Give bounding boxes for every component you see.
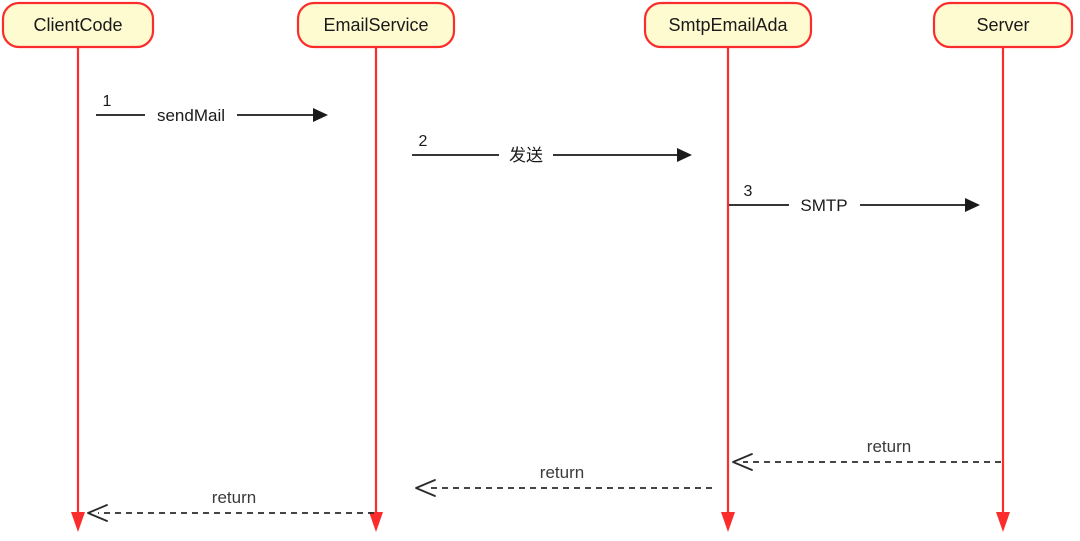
participant-label-client: ClientCode xyxy=(33,15,122,35)
message-1-sendmail[interactable]: 1 sendMail xyxy=(96,93,328,125)
message-2-sequence-number: 2 xyxy=(419,133,428,150)
message-2-arrowhead xyxy=(677,148,692,162)
participant-box-client[interactable] xyxy=(1,1,155,49)
lifeline-server xyxy=(996,48,1010,532)
message-2-send[interactable]: 2 发送 xyxy=(412,133,692,165)
return-1-label: return xyxy=(867,437,911,456)
participant-smtpadapter[interactable]: SmtpEmailAda xyxy=(643,1,813,49)
participant-label-smtpadapter: SmtpEmailAda xyxy=(668,15,788,35)
message-3-arrowhead xyxy=(965,198,980,212)
return-3-emailservice-to-client[interactable]: return xyxy=(87,488,374,522)
return-1-arrowhead xyxy=(732,453,753,471)
participant-emailservice[interactable]: EmailService xyxy=(296,1,456,49)
participant-box-smtpadapter[interactable] xyxy=(643,1,813,49)
return-1-server-to-smtpadapter[interactable]: return xyxy=(732,437,1001,471)
participant-server[interactable]: Server xyxy=(932,1,1074,49)
lifelines-group xyxy=(71,48,1010,532)
return-2-label: return xyxy=(540,463,584,482)
message-1-arrowhead xyxy=(313,108,328,122)
message-3-smtp[interactable]: 3 SMTP xyxy=(729,183,980,215)
lifeline-emailservice xyxy=(369,48,383,532)
return-2-smtpadapter-to-emailservice[interactable]: return xyxy=(415,463,712,497)
message-2-label: 发送 xyxy=(509,146,543,165)
participant-box-emailservice[interactable] xyxy=(296,1,456,49)
message-1-label: sendMail xyxy=(157,106,225,125)
lifeline-client xyxy=(71,48,85,532)
message-3-label: SMTP xyxy=(800,196,847,215)
lifeline-smtpadapter xyxy=(721,48,735,532)
participant-label-server: Server xyxy=(976,15,1029,35)
return-2-arrowhead xyxy=(415,479,436,497)
participant-client[interactable]: ClientCode xyxy=(1,1,155,49)
message-3-sequence-number: 3 xyxy=(744,183,753,200)
return-3-label: return xyxy=(212,488,256,507)
message-1-sequence-number: 1 xyxy=(103,93,112,110)
participant-label-emailservice: EmailService xyxy=(323,15,428,35)
participant-box-server[interactable] xyxy=(932,1,1074,49)
return-3-arrowhead xyxy=(87,504,108,522)
